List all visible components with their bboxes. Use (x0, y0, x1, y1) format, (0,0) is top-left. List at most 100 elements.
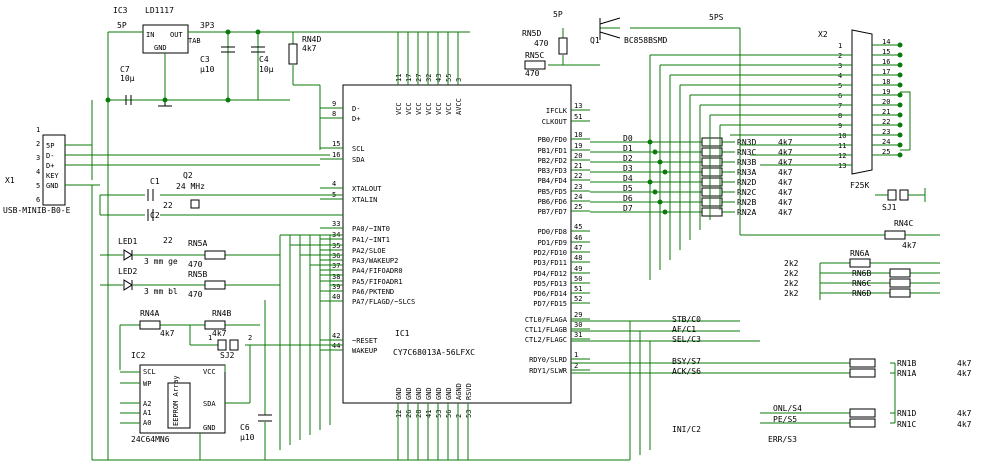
x2-pin-left-num: 11 (838, 142, 846, 150)
ic1-left-pin-name: PA1/~INT1 (352, 236, 390, 244)
q1-ref: Q1 (590, 36, 600, 45)
junction (662, 169, 668, 175)
x2-pin-right-num: 21 (882, 108, 890, 116)
ic1-left-pin-num: 33 (332, 220, 340, 228)
sj1-ref: SJ1 (882, 203, 897, 212)
ic1-right-pin-name: PB6/FD6 (537, 198, 567, 206)
x2-pin-right-num: 14 (882, 38, 890, 46)
ic1-gnd-pin-num: 53 (435, 410, 443, 418)
junction (162, 97, 168, 103)
rn4c-group: RN4C 4k7 (740, 219, 940, 250)
fd-resistor (701, 167, 723, 177)
ic1-left-pin-num: 9 (332, 100, 336, 108)
ic1-part: CY7C68013A-56LFXC (393, 348, 475, 357)
ic1-left-pin-num: 16 (332, 151, 340, 159)
c4-ref: C4 (259, 55, 269, 64)
x2-body (851, 29, 873, 175)
ic1-right-pin-name: PB5/FD5 (537, 188, 567, 196)
ic1-gnd-pin-num: 28 (415, 410, 423, 418)
ic1-gnd-pins: GND12GND26GND28GND41GND53GND56AGND2RSVD5… (395, 383, 473, 418)
ic1-left-pin-name: XTALOUT (352, 185, 382, 193)
sj2-pin-2: 2 (248, 334, 252, 342)
junction (897, 132, 903, 138)
net-af: AF/C1 (672, 325, 696, 334)
c3-val: µ10 (200, 65, 215, 74)
ic1-right-pin-num: 13 (574, 102, 582, 110)
junction (652, 149, 658, 155)
ic1-left-pin-num: 15 (332, 140, 340, 148)
ic1-right-pin-name: IFCLK (546, 107, 568, 115)
ic2-wires (120, 345, 251, 460)
rn1d-symbol (849, 408, 876, 418)
rn5c-val: 470 (525, 69, 540, 78)
rn5b-val: 470 (188, 290, 203, 299)
ic1-right-pin-name: CTL1/FLAGB (525, 326, 567, 334)
x2-gnd-wires (900, 91, 911, 151)
c1-val: 22 (163, 201, 173, 210)
ctl-wires (571, 320, 850, 460)
led-wires (100, 254, 280, 286)
ic1-right-pin-name: PD2/FD10 (533, 249, 567, 257)
ic1-right-pin-num: 51 (574, 285, 582, 293)
ic1-left-pin-name: SCL (352, 145, 365, 153)
power-wiring: C7 10µ C3 µ10 C4 10µ RN4D 4k7 (105, 29, 321, 460)
rn1b-ref: RN1B (897, 359, 916, 368)
ic1-right-pin-name: PD1/FD9 (537, 239, 567, 247)
ic1-right-pin-num: 50 (574, 275, 582, 283)
ic1-left-pin-name: PA6/PKTEND (352, 288, 394, 296)
ic2-wp: WP (143, 380, 151, 388)
x2-pin-right-num: 25 (882, 148, 890, 156)
ic1-left-pin-num: 36 (332, 252, 340, 260)
c2-ref: C2 (150, 211, 160, 220)
c3-symbol (221, 46, 235, 53)
sj2-symbol (217, 339, 239, 351)
x2-pin-left-num: 1 (838, 42, 842, 50)
fd-resistor-val: 4k7 (778, 148, 793, 157)
x2-db25-connector: X2 F25K 12345678910111213141516171819202… (818, 29, 926, 212)
x1-pin-label: 5P (46, 142, 54, 150)
ic1-left-pins: 9D-8D+15SCL16SDA4XTALOUT5XTALIN33PA0/~IN… (320, 100, 415, 355)
ic3-ref: IC3 (113, 6, 128, 15)
ic1-right-pin-name: PD3/FD11 (533, 259, 567, 267)
ic1-vcc-pin-label: AVCC (455, 98, 463, 115)
q1-transistor: 5P Q1 BC858BSMD 5PS RN5D 470 RN5C 470 (522, 10, 740, 78)
ic1-gnd-pin-label: GND (435, 387, 443, 400)
fd-net-name: D6 (623, 194, 633, 203)
x2-pin-right-num: 17 (882, 68, 890, 76)
rn4c-val: 4k7 (902, 241, 917, 250)
q1-part: BC858BSMD (624, 36, 668, 45)
c7-ref: C7 (120, 65, 130, 74)
ic1-gnd-pin-num: 41 (425, 410, 433, 418)
ic1-vcc-pin-label: VCC (395, 102, 403, 115)
x2-ref: X2 (818, 30, 828, 39)
rn6d-symbol (889, 288, 911, 298)
rn5d-symbol (558, 37, 568, 55)
ic1-right-pin-name: PD6/FD14 (533, 290, 567, 298)
rn6d-val: 2k2 (784, 289, 799, 298)
fd-net-name: D4 (623, 174, 633, 183)
ic1-gnd-pin-num: 12 (395, 410, 403, 418)
rn6a-symbol (849, 258, 871, 268)
x1-pin-num: 1 (36, 126, 40, 134)
porta-wires (279, 234, 343, 450)
led1-ref: LED1 (118, 237, 137, 246)
x2-pin-right-num: 18 (882, 78, 890, 86)
ic2-ref: IC2 (131, 351, 146, 360)
x2-pin-left-num: 10 (838, 132, 846, 140)
x1-pin-label: KEY (46, 172, 59, 180)
rn5b-ref: RN5B (188, 270, 207, 279)
ic1-right-pin-name: PD4/FD12 (533, 270, 567, 278)
ic1-right-pin-num: 45 (574, 223, 582, 231)
ic1-right-pin-num: 24 (574, 193, 582, 201)
x2-pin-right-num: 15 (882, 48, 890, 56)
rn6c-val: 2k2 (784, 279, 799, 288)
ic1-right-pin-num: 21 (574, 162, 582, 170)
rn6a-ref: RN6A (850, 249, 869, 258)
ic1-left-pin-name: PA0/~INT0 (352, 225, 390, 233)
ic1-vcc-pin-num: 11 (395, 74, 403, 82)
x1-pin-num: 6 (36, 196, 40, 204)
ic1-right-pin-num: 20 (574, 152, 582, 160)
ic1-left-pin-num: 40 (332, 293, 340, 301)
c2-val: 22 (163, 236, 173, 245)
x1-pin-num: 2 (36, 140, 40, 148)
